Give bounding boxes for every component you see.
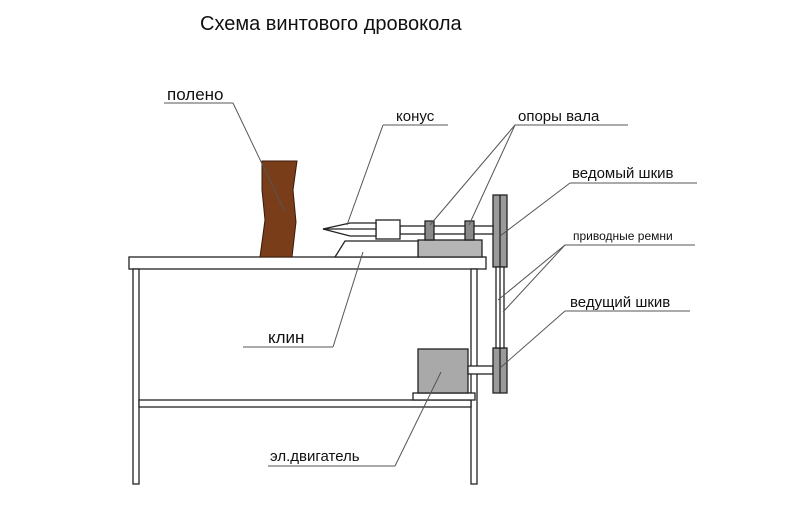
table-top (128, 256, 487, 270)
table-leg-left (132, 268, 140, 485)
label-motor: эл.двигатель (270, 448, 360, 465)
lower-shelf (138, 399, 472, 408)
label-wedge: клин (268, 328, 304, 347)
bearing-base (417, 239, 483, 258)
motor-base (412, 392, 476, 401)
log (259, 160, 298, 258)
label-log: полено (167, 85, 224, 104)
label-shaft-supports: опоры вала (518, 108, 600, 125)
main-shaft (399, 225, 494, 235)
diagram-title: Схема винтового дровокола (200, 13, 462, 35)
label-cone: конус (396, 108, 435, 125)
label-drive-pulley: ведущий шкив (570, 294, 670, 311)
label-drive-belts: приводные ремни (573, 229, 673, 243)
shaft-support-left (424, 220, 435, 241)
motor-shaft (467, 365, 494, 375)
wedge (333, 240, 419, 258)
shaft-support-right (464, 220, 475, 241)
label-driven-pulley: ведомый шкив (572, 165, 674, 182)
coupling (375, 219, 401, 240)
table-leg-right (470, 268, 478, 485)
motor-body (417, 348, 469, 394)
